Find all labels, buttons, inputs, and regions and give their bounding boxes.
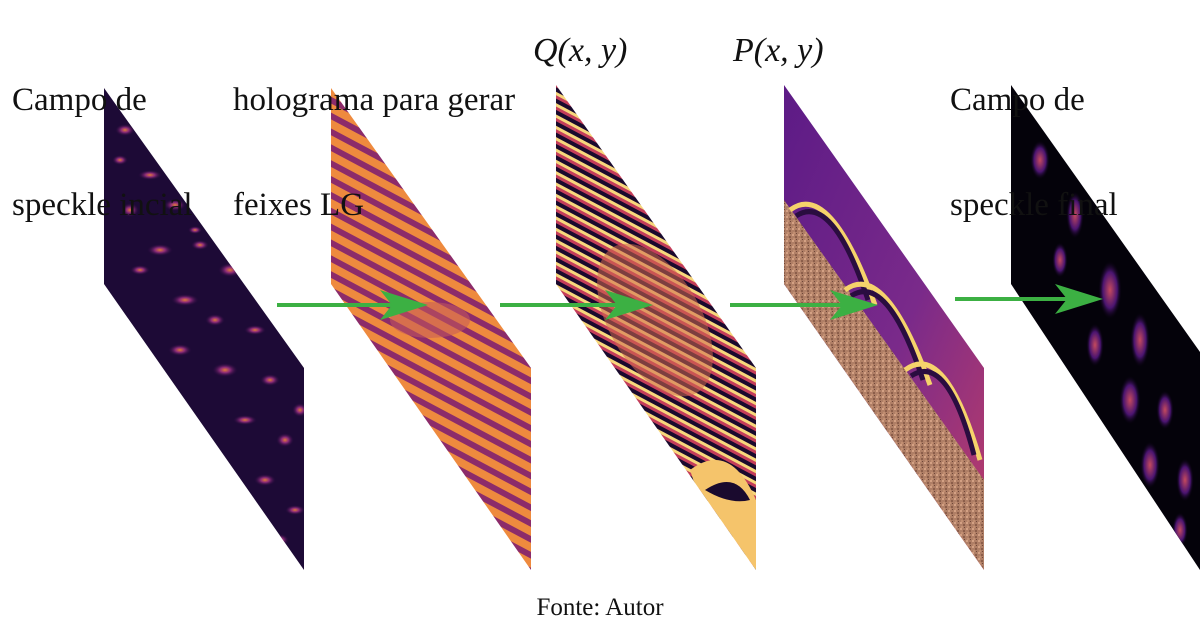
panel5-label-line1: Campo de (950, 82, 1085, 118)
arrow-4 (955, 284, 1103, 314)
arrow-2 (500, 290, 653, 320)
panel1-label-line2: speckle incial (12, 187, 193, 223)
arrow-1 (277, 290, 428, 320)
panel5-label: Campo de speckle final (950, 13, 1118, 293)
panel2-label: holograma para gerar feixes LG (233, 13, 515, 293)
panel5-label-line2: speckle final (950, 187, 1118, 223)
panel3-label: Q(x, y) (533, 32, 628, 69)
panel4-label: P(x, y) (733, 32, 824, 69)
source-caption: Fonte: Autor (536, 594, 664, 621)
panel1-label-line1: Campo de (12, 82, 147, 118)
panel-q-function (556, 85, 756, 570)
panel2-label-line2: feixes LG (233, 187, 365, 223)
panel2-label-line1: holograma para gerar (233, 82, 516, 118)
arrow-3 (730, 290, 878, 320)
panel1-label: Campo de speckle incial (12, 13, 193, 293)
